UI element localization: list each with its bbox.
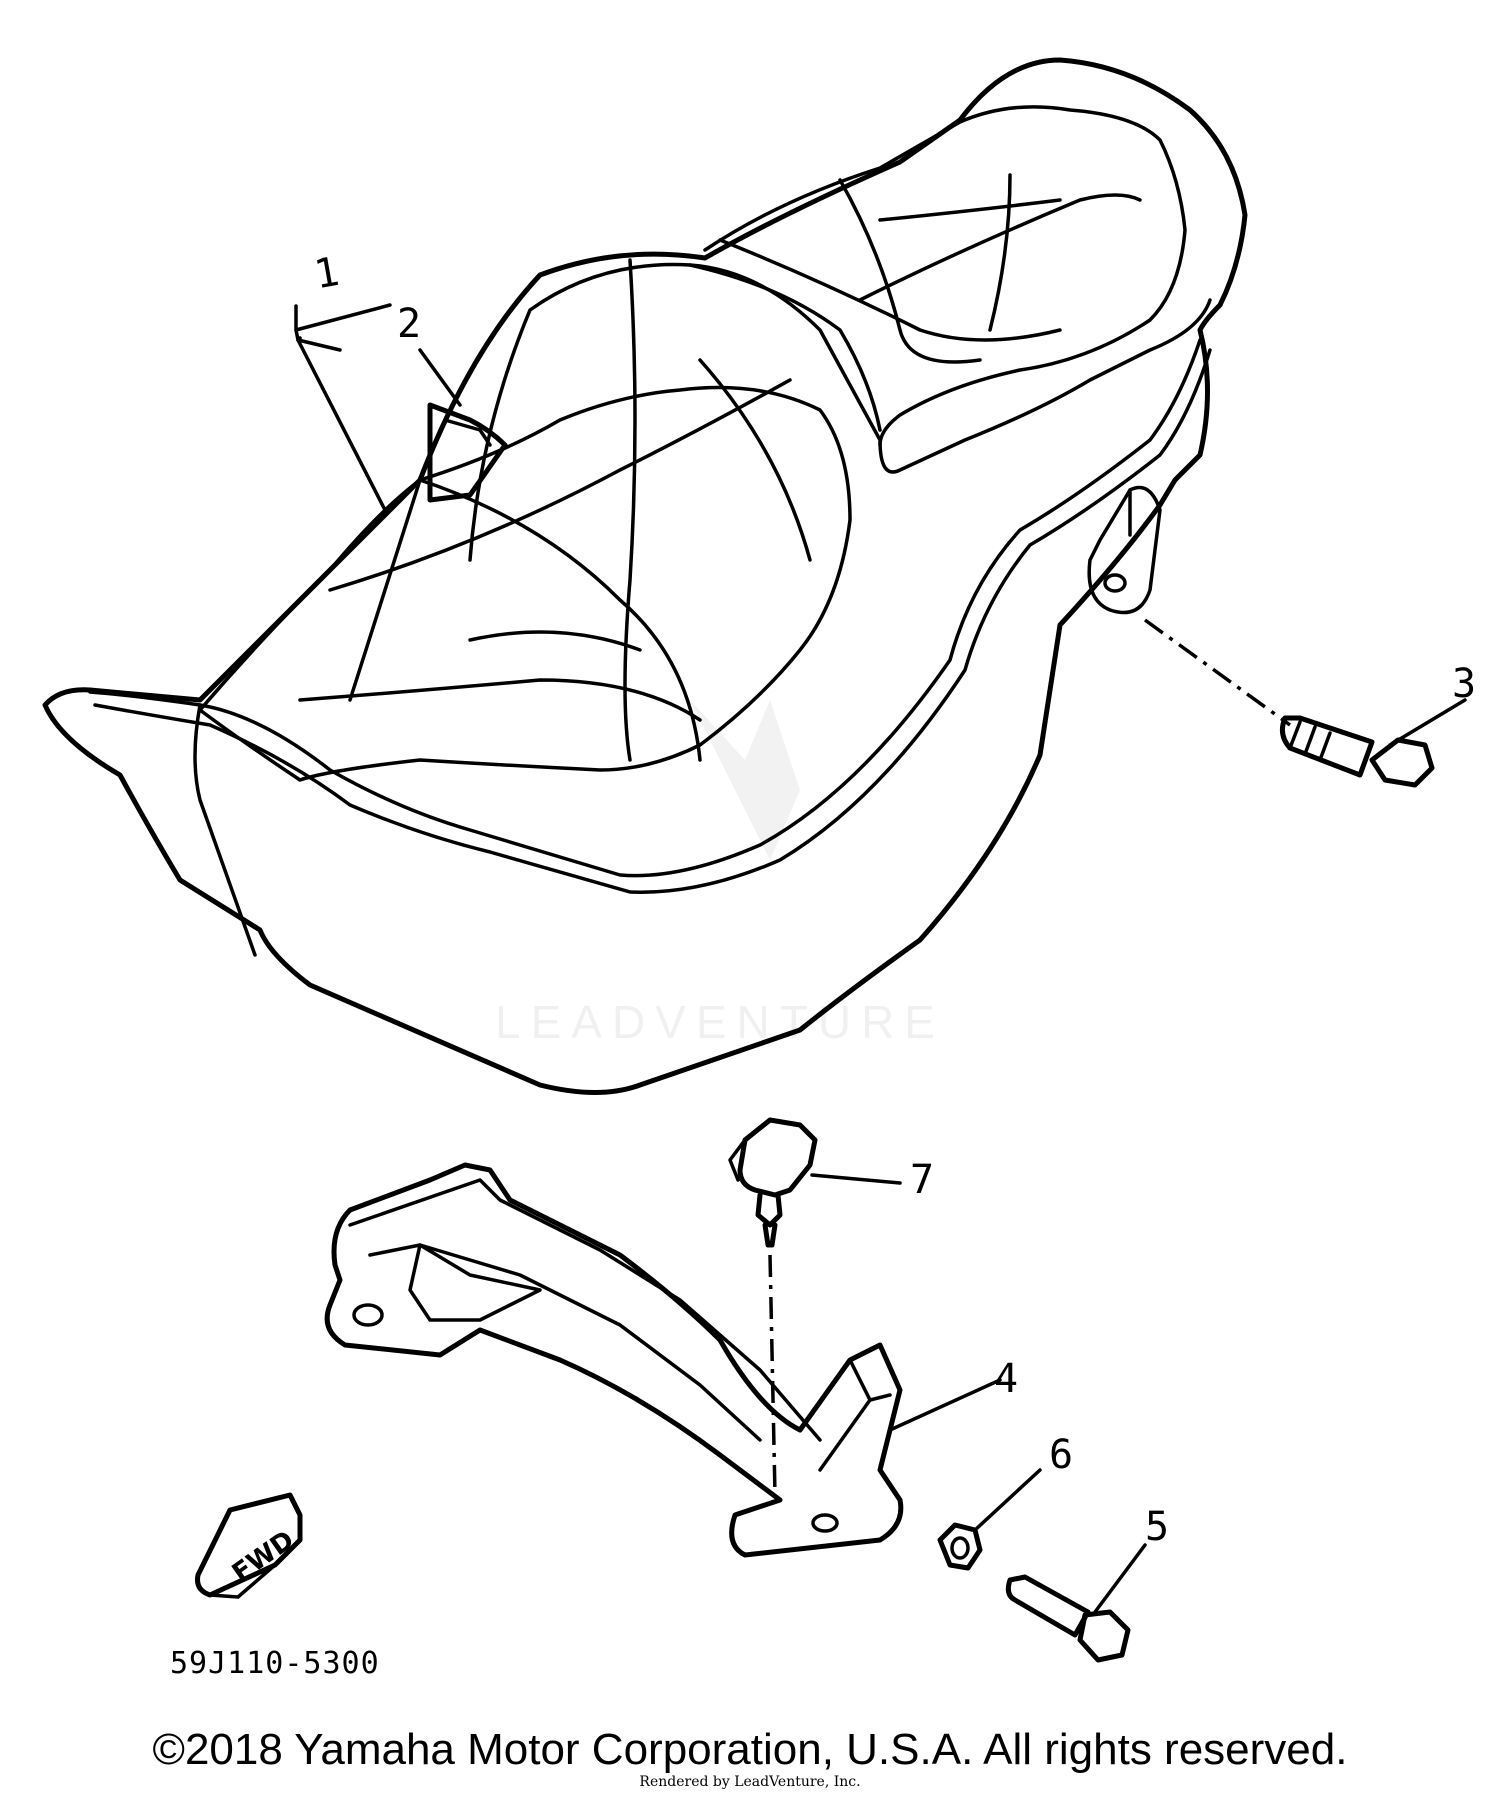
callout-3: 3: [1452, 661, 1476, 707]
bolt-3: [1279, 715, 1435, 788]
clip-7: [728, 1117, 818, 1248]
forward-arrow-icon: FWD: [195, 1492, 303, 1599]
leader-2: [418, 348, 462, 407]
bolt-5: [1005, 1574, 1131, 1663]
leader-6: [973, 1468, 1042, 1532]
leader-4: [888, 1378, 1002, 1432]
rendered-by-notice: Rendered by LeadVenture, Inc.: [639, 1774, 861, 1790]
callout-5: 5: [1145, 1504, 1169, 1550]
callout-1: 1: [311, 249, 343, 298]
clip-7-axis: [768, 1254, 777, 1496]
watermark-text: LEADVENTURE: [495, 996, 945, 1048]
callout-6: 6: [1049, 1432, 1073, 1478]
watermark-logo: LEADVENTURE: [495, 700, 945, 1048]
callout-7: 7: [910, 1157, 934, 1203]
callout-4: 4: [994, 1356, 1018, 1402]
leader-1: [294, 303, 392, 512]
leader-5: [1093, 1543, 1147, 1614]
copyright-notice: ©2018 Yamaha Motor Corporation, U.S.A. A…: [152, 1725, 1348, 1774]
forward-arrow-label: FWD: [227, 1525, 300, 1589]
part-code: 59J110-5300: [170, 1646, 380, 1681]
nut-6: [937, 1522, 983, 1571]
bolt-3-axis: [1143, 618, 1292, 727]
seat-bracket-4: [324, 1162, 904, 1558]
leader-7: [810, 1173, 902, 1185]
seat-assembly: [42, 57, 1248, 1095]
leader-3: [1388, 698, 1467, 747]
callout-2: 2: [397, 301, 421, 347]
